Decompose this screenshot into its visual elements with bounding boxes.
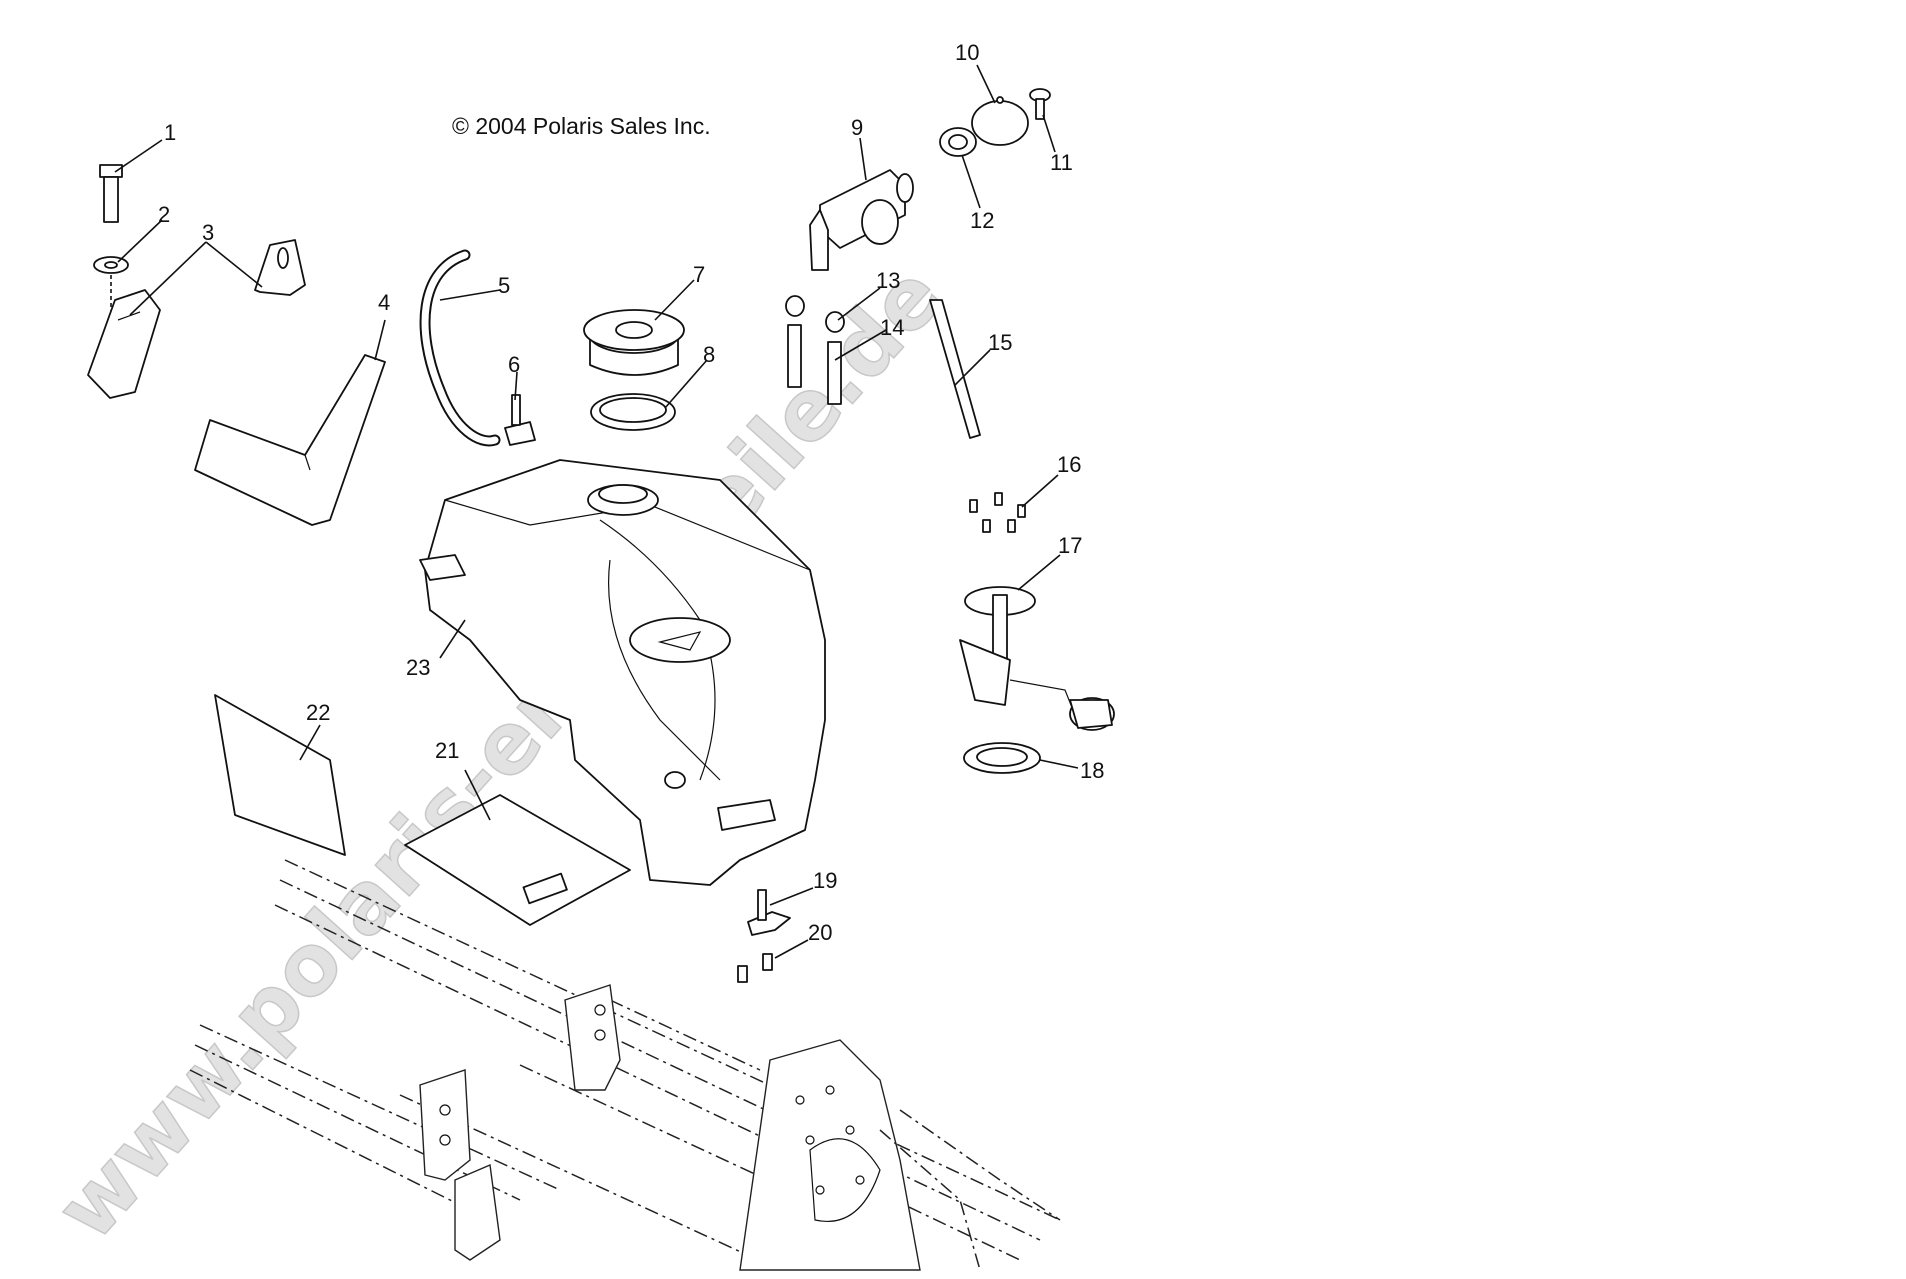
fuel-pump-assembly <box>959 586 1115 731</box>
pump-gasket <box>963 742 1041 774</box>
rollover-valve <box>809 169 914 271</box>
screw <box>1029 88 1051 120</box>
cover-plate <box>971 96 1029 146</box>
callout-11: 11 <box>1050 150 1073 175</box>
hose-fitting <box>504 394 536 446</box>
callout-6: 6 <box>508 352 520 377</box>
copyright-text: © 2004 Polaris Sales Inc. <box>452 113 711 139</box>
callout-9: 9 <box>851 115 863 140</box>
callout-3: 3 <box>202 220 214 245</box>
callout-16: 16 <box>1057 452 1081 477</box>
callout-19: 19 <box>813 868 837 893</box>
vent-hose <box>419 249 501 447</box>
bolt <box>99 164 123 223</box>
callout-2: 2 <box>158 202 170 227</box>
callout-5: 5 <box>498 273 510 298</box>
callout-14: 14 <box>880 315 904 340</box>
tank-pad-l <box>194 354 386 526</box>
callout-12: 12 <box>970 208 994 233</box>
leader-lines <box>114 64 1079 959</box>
callout-18: 18 <box>1080 758 1104 783</box>
callout-labels: 1 2 3 4 5 6 7 8 9 10 11 12 13 14 15 16 1… <box>158 40 1104 945</box>
pump-screws <box>969 492 1026 533</box>
callout-20: 20 <box>808 920 832 945</box>
support-rod <box>929 299 981 439</box>
tank-pad-side <box>214 694 346 856</box>
callout-4: 4 <box>378 290 390 315</box>
tank-pad-bottom <box>404 794 631 926</box>
callout-10: 10 <box>955 40 979 65</box>
callout-22: 22 <box>306 700 330 725</box>
callout-21: 21 <box>435 738 459 763</box>
callout-15: 15 <box>988 330 1012 355</box>
callout-7: 7 <box>693 262 705 287</box>
fuel-cap <box>583 309 685 376</box>
callout-13: 13 <box>876 268 900 293</box>
tank-stud <box>747 889 791 936</box>
vent-cap <box>785 295 845 333</box>
vent-tube <box>787 324 842 405</box>
callout-1: 1 <box>164 120 176 145</box>
stud-bolts <box>737 953 773 983</box>
tank-bracket <box>87 239 306 399</box>
callout-23: 23 <box>406 655 430 680</box>
callout-17: 17 <box>1058 533 1082 558</box>
callout-8: 8 <box>703 342 715 367</box>
fuel-tank <box>419 459 826 886</box>
cap-seal <box>590 393 676 431</box>
lock-nut <box>939 127 977 157</box>
chassis-frame <box>189 859 1061 1271</box>
